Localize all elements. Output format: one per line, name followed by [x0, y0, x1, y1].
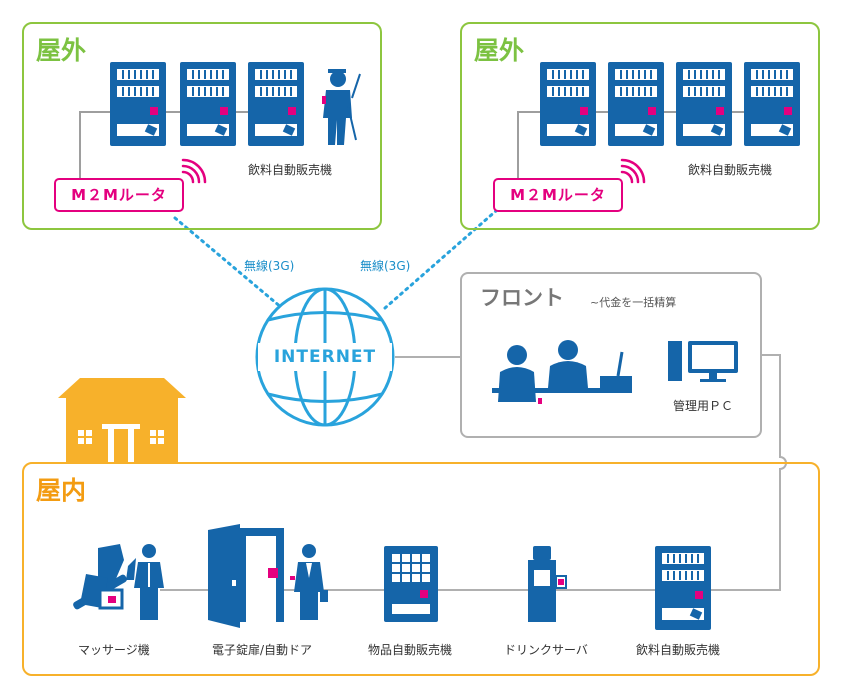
golfer-icon	[322, 69, 361, 145]
outdoor-title: 屋外	[36, 36, 87, 65]
wireless-link-left	[173, 216, 284, 310]
pc-icon	[668, 341, 738, 382]
pc-caption: 管理用ＰＣ	[673, 399, 734, 413]
wireless-label-right: 無線(3G)	[360, 259, 411, 273]
outdoor-area-left	[22, 22, 382, 230]
front-area	[460, 272, 762, 438]
front-staff-icon	[492, 340, 632, 404]
indoor-device-label: 電子錠扉/自動ドア	[212, 643, 313, 657]
outdoor-right-wiring	[517, 111, 744, 180]
vending-caption: 飲料自動販売機	[688, 163, 773, 177]
indoor-device-label: マッサージ機	[78, 643, 150, 657]
indoor-title: 屋内	[36, 476, 87, 505]
wifi-icon	[181, 158, 207, 184]
outdoor-left-wiring	[79, 111, 248, 180]
vending-caption: 飲料自動販売機	[248, 163, 333, 177]
internet-label: INTERNET	[273, 347, 377, 367]
wifi-icon	[620, 158, 646, 184]
goods-vending-machine-icon	[384, 546, 438, 622]
outdoor-title: 屋外	[474, 36, 525, 65]
house-icon	[58, 378, 186, 462]
front-title: フロント	[480, 286, 564, 310]
person-icon	[134, 544, 164, 620]
indoor-device-label: ドリンクサーバ	[504, 643, 588, 657]
indoor-device-label: 飲料自動販売機	[636, 643, 721, 657]
businessman-icon	[290, 544, 328, 620]
internet-label-bg	[258, 343, 392, 371]
indoor-device-label: 物品自動販売機	[368, 643, 453, 657]
drink-server-icon	[528, 546, 567, 622]
m2m-router: M２Mルータ	[493, 178, 623, 212]
massage-chair-icon	[73, 544, 136, 610]
indoor-area	[22, 462, 820, 676]
wireless-label-left: 無線(3G)	[244, 259, 295, 273]
m2m-router: M２Mルータ	[54, 178, 184, 212]
outdoor-area-right	[460, 22, 820, 230]
door-icon	[208, 524, 284, 628]
front-subtitle: ~代金を一括精算	[590, 296, 677, 309]
